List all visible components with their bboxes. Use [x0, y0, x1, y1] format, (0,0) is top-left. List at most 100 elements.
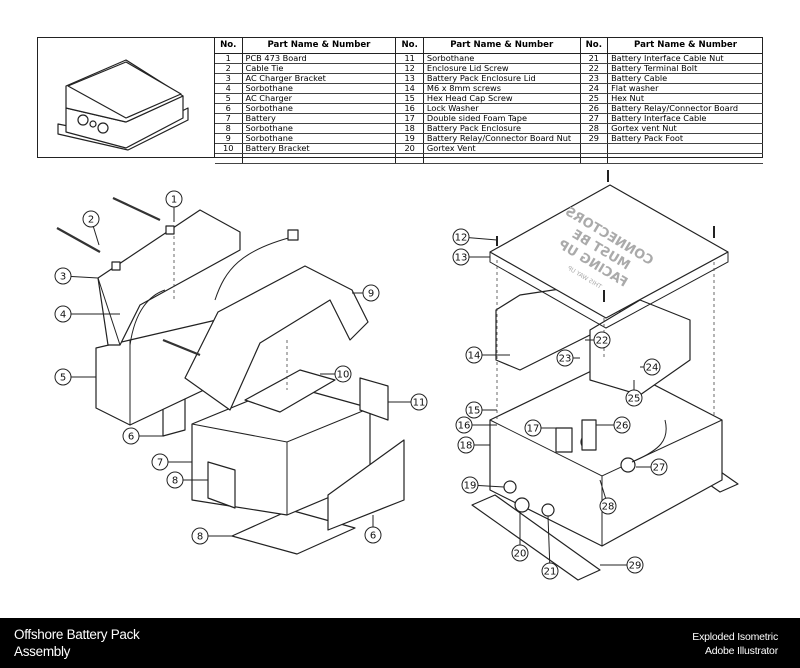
column-header-part-name: Part Name & Number [607, 38, 763, 54]
callout-17: 17 [524, 419, 556, 437]
callout-1: 1 [165, 190, 183, 222]
callout-2: 2 [82, 210, 100, 246]
part-1-pcb-473-board [165, 225, 175, 235]
part-name: Gortex Vent [423, 143, 581, 154]
callout-20: 20 [511, 512, 529, 562]
callout-21: 21 [541, 515, 559, 580]
part-6-sorbothane-right [327, 439, 405, 531]
svg-text:8: 8 [197, 532, 203, 543]
part-3-ac-charger-bracket [97, 209, 241, 346]
part-name: Battery Pack Enclosure Lid [423, 73, 581, 84]
svg-text:24: 24 [646, 363, 659, 374]
callout-8: 8 [191, 527, 232, 545]
part-name: Enclosure Lid Screw [423, 63, 581, 74]
part-name [423, 153, 581, 164]
callout-4: 4 [54, 305, 120, 323]
part-number [215, 153, 243, 164]
callout-27: 27 [636, 458, 668, 476]
part-9-sorbothane-pad [231, 509, 356, 555]
part-name: Sorbothane [423, 53, 581, 64]
svg-text:17: 17 [527, 424, 540, 435]
part-name: Battery Interface Cable [607, 113, 763, 124]
part-8-sorbothane-left [207, 461, 236, 509]
part-number: 10 [215, 143, 243, 154]
part-number: 16 [395, 103, 424, 114]
part-number: 23 [580, 73, 609, 84]
part-number: 11 [395, 53, 424, 64]
parts-list-frame: No. Part Name & Number No. Part Name & N… [37, 37, 763, 164]
svg-text:25: 25 [628, 394, 641, 405]
part-name: Sorbothane [242, 133, 397, 144]
part-number: 15 [395, 93, 424, 104]
footer-bar: Offshore Battery Pack Assembly Exploded … [0, 618, 800, 668]
part-number: 7 [215, 113, 243, 124]
part-20-gortex-vent [514, 497, 530, 513]
drawing-software: Adobe Illustrator [704, 645, 778, 657]
svg-text:27: 27 [653, 463, 666, 474]
part-name: Battery Pack Enclosure [423, 123, 581, 134]
part-name: PCB 473 Board [242, 53, 397, 64]
part-number: 8 [215, 123, 243, 134]
part-number: 26 [580, 103, 609, 114]
callout-6: 6 [364, 515, 382, 544]
svg-text:16: 16 [458, 421, 471, 432]
column-header-no: No. [580, 38, 609, 54]
callout-11: 11 [388, 393, 428, 411]
part-number: 27 [580, 113, 609, 124]
column-header-no: No. [395, 38, 424, 54]
part-name: Cable Tie [242, 63, 397, 74]
part-number [580, 143, 609, 154]
callout-22: 22 [585, 331, 611, 349]
part-name: Battery Pack Foot [607, 133, 763, 144]
part-27-battery-interface-cable [620, 457, 636, 473]
part-name: Battery Bracket [242, 143, 397, 154]
svg-text:1: 1 [171, 195, 177, 206]
drawing-meta: Exploded Isometric Adobe Illustrator [692, 630, 778, 658]
svg-text:8: 8 [172, 476, 178, 487]
right-assembly: CONNECTORS MUST BE FACING UP THIS WAY UP [471, 170, 739, 581]
part-11-sorbothane [244, 369, 336, 413]
callout-16: 16 [455, 416, 497, 434]
part-number: 13 [395, 73, 424, 84]
part-number: 6 [215, 103, 243, 114]
part-name: Hex Head Cap Screw [423, 93, 581, 104]
exploded-isometric-drawing: CONNECTORS MUST BE FACING UP THIS WAY UP [0, 160, 800, 615]
callout-7: 7 [151, 453, 192, 471]
part-name: Double sided Foam Tape [423, 113, 581, 124]
callout-6: 6 [122, 427, 163, 445]
svg-text:28: 28 [602, 502, 615, 513]
part-number: 9 [215, 133, 243, 144]
callout-18: 18 [457, 436, 490, 454]
part-name: Lock Washer [423, 103, 581, 114]
part-17-foam-tape [555, 427, 573, 453]
part-name: AC Charger Bracket [242, 73, 397, 84]
part-number: 19 [395, 133, 424, 144]
callout-14: 14 [465, 346, 510, 364]
svg-text:6: 6 [128, 432, 134, 443]
part-number [395, 153, 424, 164]
assembled-enclosure-thumbnail [38, 38, 215, 157]
svg-text:29: 29 [629, 561, 642, 572]
svg-text:18: 18 [460, 441, 473, 452]
part-name: AC Charger [242, 93, 397, 104]
part-number: 3 [215, 73, 243, 84]
svg-text:3: 3 [60, 272, 66, 283]
column-header-part-name: Part Name & Number [423, 38, 581, 54]
part-name: Battery Terminal Bolt [607, 63, 763, 74]
svg-text:22: 22 [596, 336, 609, 347]
callout-10: 10 [320, 365, 352, 383]
callout-24: 24 [640, 358, 661, 376]
callout-13: 13 [452, 248, 490, 266]
part-name: M6 x 8mm screws [423, 83, 581, 94]
part-name: Sorbothane [242, 83, 397, 94]
callout-5: 5 [54, 368, 96, 386]
drawing-title: Offshore Battery Pack Assembly [14, 626, 214, 660]
svg-text:23: 23 [559, 354, 572, 365]
part-name: Battery Relay/Connector Board [607, 103, 763, 114]
